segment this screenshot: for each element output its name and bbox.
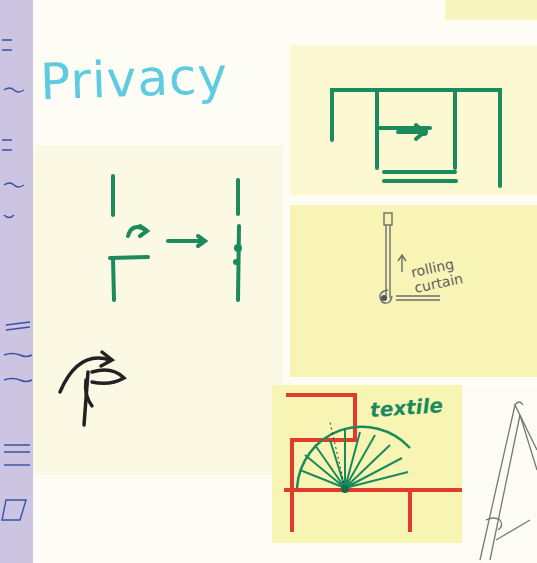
lined-sheet <box>0 0 33 563</box>
plan-sketch <box>332 90 500 186</box>
sheet-scribbles <box>2 40 32 520</box>
sticky-note <box>33 145 283 475</box>
pivot-dot <box>420 128 428 136</box>
folding-sketch <box>60 352 124 425</box>
shoe-sketch <box>480 402 537 560</box>
leader-line <box>330 422 345 488</box>
hinge-dot <box>233 259 239 265</box>
sketch-card <box>462 390 537 563</box>
door-sketch <box>110 176 239 300</box>
sticky-note <box>290 205 537 377</box>
sticky-note <box>272 385 462 543</box>
sticky-note <box>290 45 537 195</box>
hinge-dot <box>234 244 242 252</box>
textile-fan <box>297 427 410 488</box>
pivot-dot <box>341 485 349 493</box>
sticky-note <box>445 0 537 20</box>
title: Privacy <box>39 47 229 112</box>
roll-dot <box>381 295 387 301</box>
